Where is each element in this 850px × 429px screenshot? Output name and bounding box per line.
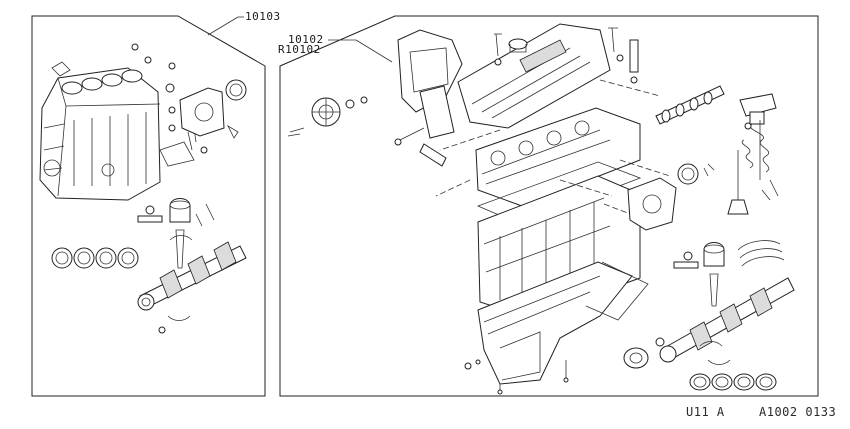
callout-10103: 10103	[245, 10, 281, 23]
callout-10102: 10102	[288, 33, 324, 46]
piston-rings-right-bottom	[689, 373, 777, 391]
rear-oil-seal-retainer	[179, 79, 247, 137]
camshaft-right	[655, 85, 725, 125]
camshaft-sprocket	[311, 96, 368, 127]
rocker-cover	[457, 23, 611, 129]
water-pump-and-seal	[627, 163, 715, 231]
long-block-panel	[279, 15, 819, 397]
head-bolts-top	[494, 27, 639, 84]
front-bolts	[287, 127, 447, 167]
block-small-parts	[51, 43, 239, 154]
bearings-left	[158, 235, 193, 334]
leader-10103	[207, 16, 239, 36]
piston-rings-left	[51, 247, 139, 269]
callout-r10102: R10102	[278, 43, 321, 56]
timing-cover	[397, 29, 463, 139]
leader-10102-diag	[355, 39, 393, 63]
crankshaft-right	[659, 277, 795, 363]
crank-pulley-and-bearings	[623, 337, 731, 369]
short-block-panel	[31, 15, 266, 397]
oil-filler-cap	[508, 38, 528, 53]
model-code: U11 A	[686, 405, 725, 419]
oil-pan	[477, 261, 633, 385]
piston-rings-right	[737, 240, 785, 267]
piston-and-rod-left	[137, 198, 215, 269]
drain-plugs	[464, 359, 569, 395]
oil-pan-flange	[159, 141, 195, 167]
cylinder-head	[475, 107, 641, 207]
cylinder-block-drawing	[39, 67, 161, 201]
valve-train-right	[727, 93, 779, 215]
oil-pan-gasket	[585, 261, 649, 321]
crankshaft-left	[137, 241, 247, 311]
figure-code: A1002 0133	[759, 405, 837, 419]
piston-and-rod-right	[673, 242, 725, 307]
